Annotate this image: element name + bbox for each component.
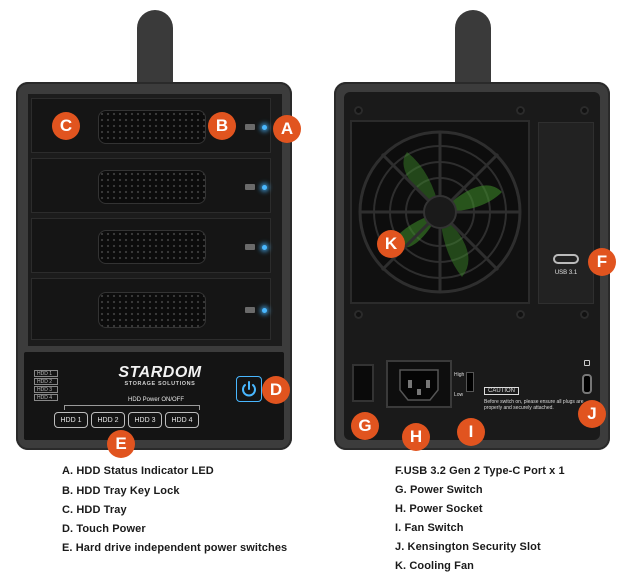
tray-grip[interactable]: [98, 230, 206, 264]
usb-bracket: [538, 122, 594, 304]
legend-item-b: B. HDD Tray Key Lock: [62, 485, 180, 497]
mini-hdd-label: HDD 2: [34, 378, 58, 385]
brand-sub: STORAGE SOLUTIONS: [124, 381, 196, 387]
mini-hdd-indicators: HDD 1 HDD 2 HDD 3 HDD 4: [34, 370, 64, 404]
tray-grip[interactable]: [98, 170, 206, 204]
mini-hdd-label: HDD 3: [34, 386, 58, 393]
legend-item-h: H. Power Socket: [395, 503, 483, 515]
legend-item-k: K. Cooling Fan: [395, 560, 475, 572]
socket-icon: [399, 369, 439, 401]
callout-c: C: [52, 112, 80, 140]
lock-icon: [584, 360, 590, 366]
tray-key-lock[interactable]: [245, 244, 255, 250]
screw: [354, 106, 363, 115]
usb-label: USB 3.1: [554, 270, 578, 276]
touch-power-button[interactable]: [236, 376, 262, 402]
power-switch[interactable]: [352, 364, 374, 402]
legend-item-f: F.USB 3.2 Gen 2 Type-C Port x 1: [395, 465, 565, 477]
brand-main: STARDOM: [118, 364, 202, 381]
hdd-status-led: [262, 185, 267, 190]
callout-e: E: [107, 430, 135, 458]
tray-key-lock[interactable]: [245, 184, 255, 190]
tray-key-lock[interactable]: [245, 307, 255, 313]
rear-handle: [455, 10, 491, 90]
legend-item-c: C. HDD Tray: [62, 504, 127, 516]
mini-hdd-label: HDD 4: [34, 394, 58, 401]
hdd-tray-3[interactable]: [31, 218, 271, 273]
usb-c-port[interactable]: [553, 254, 579, 264]
hdd4-power-switch[interactable]: HDD 4: [165, 412, 199, 428]
callout-k: K: [377, 230, 405, 258]
callout-a: A: [273, 115, 301, 143]
legend-item-j: J. Kensington Security Slot: [395, 541, 541, 553]
legend-item-e: E. Hard drive independent power switches: [62, 542, 288, 554]
mini-hdd-label: HDD 1: [34, 370, 58, 377]
fan-high-label: High: [454, 372, 465, 378]
power-socket[interactable]: [386, 360, 452, 408]
hdd-status-led: [262, 125, 267, 130]
fan-icon: [358, 130, 522, 294]
screw: [516, 310, 525, 319]
fan-switch[interactable]: [466, 372, 474, 392]
front-control-panel: HDD 1 HDD 2 HDD 3 HDD 4 STARDOM STORAGE …: [24, 352, 284, 440]
callout-h: H: [402, 423, 430, 451]
fan-low-label: Low: [454, 392, 464, 398]
caution-title: CAUTION: [484, 387, 519, 395]
screw: [516, 106, 525, 115]
caution-block: CAUTION Before switch on, please ensure …: [484, 379, 584, 411]
rear-enclosure: USB 3.1 High Low CAUTION Before switch o…: [334, 82, 610, 450]
front-enclosure: HDD 1 HDD 2 HDD 3 HDD 4 STARDOM STORAGE …: [16, 82, 292, 450]
hdd3-power-switch[interactable]: HDD 3: [128, 412, 162, 428]
screw: [580, 106, 589, 115]
legend-item-i: I. Fan Switch: [395, 522, 464, 534]
callout-f: F: [588, 248, 616, 276]
hdd-tray-4[interactable]: [31, 278, 271, 340]
hdd-tray-2[interactable]: [31, 158, 271, 213]
front-handle: [137, 10, 173, 90]
power-icon: [242, 381, 256, 397]
callout-d: D: [262, 376, 290, 404]
legend-item-g: G. Power Switch: [395, 484, 483, 496]
tray-grip[interactable]: [98, 110, 206, 144]
screw: [580, 310, 589, 319]
hdd-status-led: [262, 308, 267, 313]
brand-logo: STARDOM STORAGE SOLUTIONS: [112, 364, 208, 387]
hdd1-power-switch[interactable]: HDD 1: [54, 412, 88, 428]
callout-i: I: [457, 418, 485, 446]
kensington-slot[interactable]: [582, 374, 592, 394]
power-caption: HDD Power ON/OFF: [127, 397, 184, 403]
screw: [354, 310, 363, 319]
tray-grip[interactable]: [98, 292, 206, 328]
callout-j: J: [578, 400, 606, 428]
tray-key-lock[interactable]: [245, 124, 255, 130]
callout-b: B: [208, 112, 236, 140]
hdd2-power-switch[interactable]: HDD 2: [91, 412, 125, 428]
caution-text: Before switch on, please ensure all plug…: [484, 399, 584, 411]
legend-item-a: A. HDD Status Indicator LED: [62, 465, 214, 477]
hdd-status-led: [262, 245, 267, 250]
cooling-fan: [350, 120, 530, 304]
callout-g: G: [351, 412, 379, 440]
switch-bracket: [64, 405, 200, 410]
legend-item-d: D. Touch Power: [62, 523, 146, 535]
